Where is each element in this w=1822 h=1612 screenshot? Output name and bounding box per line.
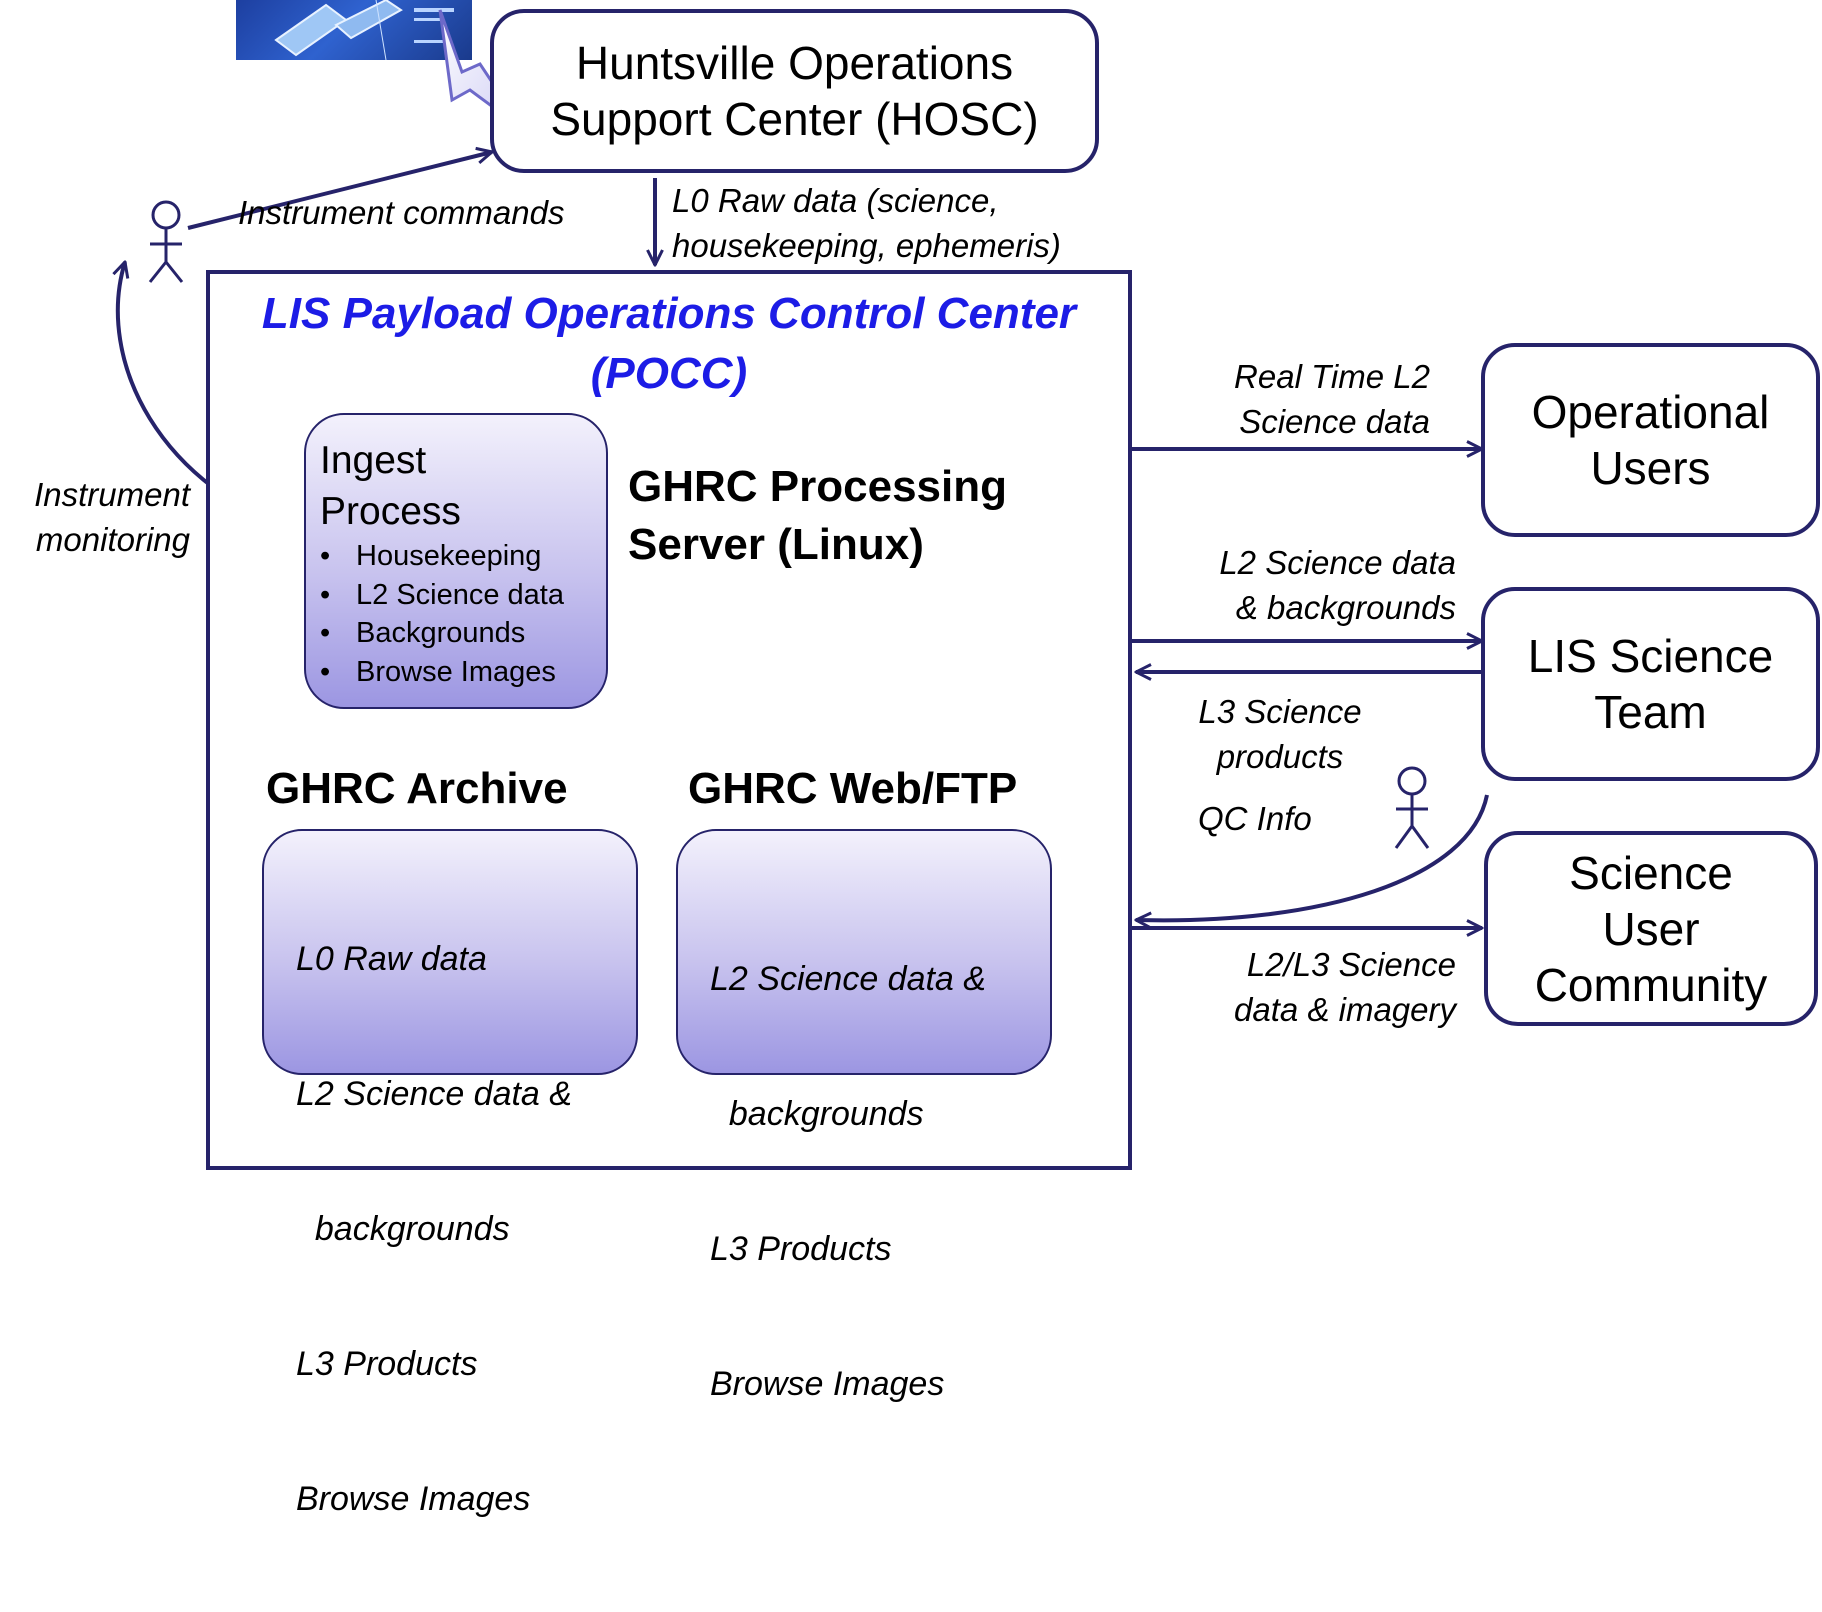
server-line1: GHRC Processing (628, 462, 1007, 511)
l3-products-label: L3 Science products (1180, 689, 1380, 779)
ingest-title-line2: Process (320, 490, 461, 533)
l2-bg-line2: & backgrounds (1235, 589, 1456, 626)
realtime-l2-label: Real Time L2 Science data (1190, 354, 1430, 444)
operator-stick-figure-icon (148, 200, 184, 283)
webftp-box: L2 Science data & backgrounds L3 Product… (676, 829, 1052, 1403)
operational-users-line1: Operational (1531, 386, 1770, 438)
webftp-item: Browse Images (710, 1365, 945, 1403)
instrument-monitoring-line1: Instrument (34, 476, 190, 513)
qc-stick-figure-icon (1394, 766, 1430, 849)
pocc-title-line2: (POCC) (590, 349, 748, 398)
community-line1: Science (1569, 846, 1733, 899)
instrument-monitoring-label: Instrument monitoring (12, 472, 190, 562)
pocc-title-line1: LIS Payload Operations Control Center (261, 289, 1077, 338)
science-community-box: Science User Community (1484, 831, 1818, 1026)
archive-heading: GHRC Archive (266, 764, 568, 813)
webftp-item: L3 Products (710, 1230, 892, 1268)
community-line2: User (1602, 902, 1700, 955)
ingest-item: Backgrounds (320, 614, 564, 653)
ingest-title-line1: Ingest (320, 439, 427, 482)
processing-server-label: GHRC Processing Server (Linux) (628, 458, 1007, 574)
qc-info-label: QC Info (1198, 800, 1312, 837)
webftp-item: backgrounds (710, 1095, 924, 1133)
l0-raw-label: L0 Raw data (science, housekeeping, ephe… (672, 178, 1061, 268)
l2l3-imagery-label: L2/L3 Science data & imagery (1190, 942, 1456, 1032)
ingest-item: Housekeeping (320, 537, 564, 576)
realtime-line1: Real Time L2 (1234, 358, 1430, 395)
science-team-box: LIS Science Team (1481, 587, 1820, 781)
instrument-commands-label: Instrument commands (238, 194, 565, 231)
l0-raw-line2: housekeeping, ephemeris) (672, 227, 1061, 264)
operational-users-line2: Users (1590, 442, 1711, 494)
l0-raw-line1: L0 Raw data (science, (672, 182, 999, 219)
pocc-title: LIS Payload Operations Control Center (P… (210, 284, 1128, 404)
archive-item: backgrounds (296, 1210, 510, 1248)
ingest-process-box: Ingest Process Housekeeping L2 Science d… (304, 413, 608, 709)
archive-item: Browse Images (296, 1480, 531, 1518)
instrument-commands-arrow (187, 152, 492, 230)
satellite-panels-icon (274, 0, 454, 60)
l2-backgrounds-label: L2 Science data & backgrounds (1180, 540, 1456, 630)
archive-item: L0 Raw data (296, 940, 487, 978)
l3-line1: L3 Science (1198, 693, 1362, 730)
realtime-line2: Science data (1239, 403, 1430, 440)
ingest-items: Housekeeping L2 Science data Backgrounds… (320, 537, 564, 691)
science-team-line2: Team (1594, 686, 1707, 738)
hosc-box: Huntsville Operations Support Center (HO… (490, 9, 1099, 173)
archive-item: L2 Science data & (296, 1075, 572, 1113)
science-team-line1: LIS Science (1527, 630, 1774, 682)
qc-info-arrow (1136, 794, 1489, 920)
ingest-item: L2 Science data (320, 576, 564, 615)
community-line3: Community (1534, 958, 1768, 1011)
l3-line2: products (1216, 738, 1344, 775)
l2l3-line1: L2/L3 Science (1246, 946, 1456, 983)
webftp-item: L2 Science data & (710, 960, 986, 998)
archive-box: L0 Raw data L2 Science data & background… (262, 829, 638, 1518)
l2-bg-line1: L2 Science data (1219, 544, 1456, 581)
archive-item: L3 Products (296, 1345, 478, 1383)
instrument-monitoring-line2: monitoring (35, 521, 190, 558)
webftp-heading: GHRC Web/FTP (688, 764, 1018, 813)
satellite-image-icon (236, 0, 472, 60)
hosc-line1: Huntsville Operations (575, 37, 1014, 89)
l2l3-line2: data & imagery (1234, 991, 1456, 1028)
ingest-item: Browse Images (320, 653, 564, 692)
operational-users-box: Operational Users (1481, 343, 1820, 537)
server-line2: Server (Linux) (628, 520, 924, 569)
hosc-line2: Support Center (HOSC) (550, 93, 1039, 145)
